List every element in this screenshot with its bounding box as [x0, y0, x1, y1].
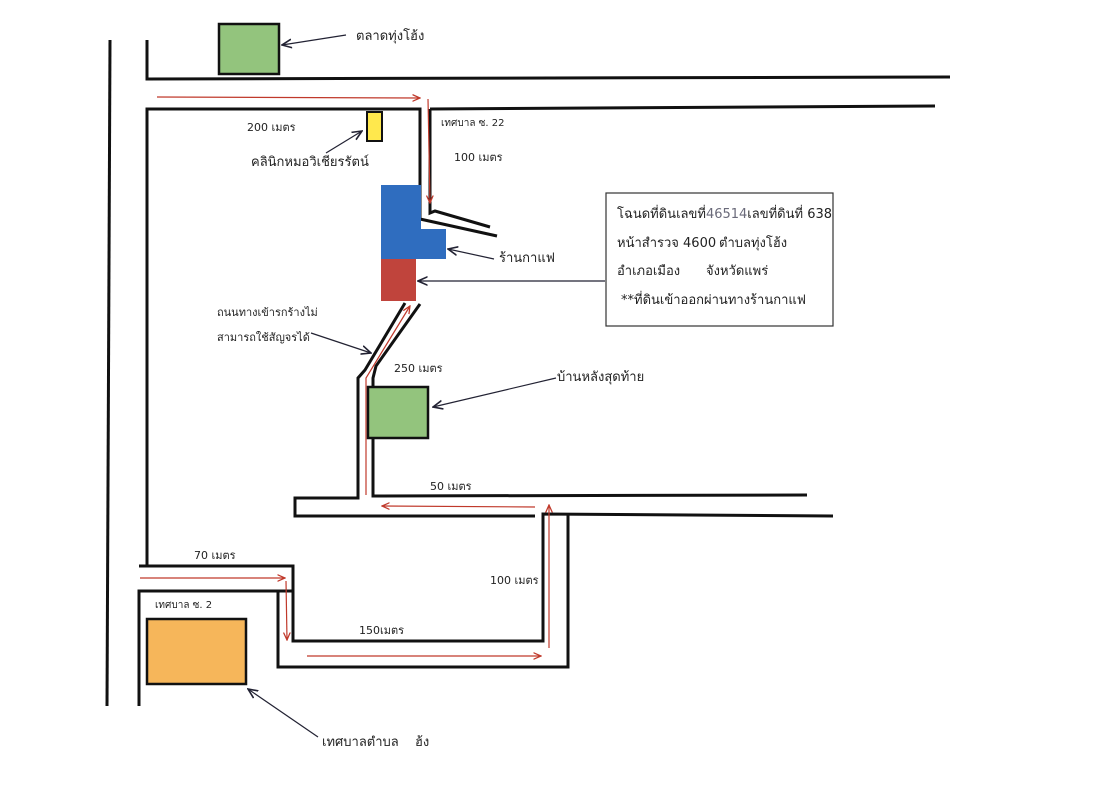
municipality-office-label: เทศบาลตำบล: [322, 735, 399, 750]
top-road-south-edge: [145, 40, 951, 81]
coffee-shop-leader: [448, 249, 495, 260]
distance-50m: 50 เมตร: [430, 480, 472, 493]
last-house-label: บ้านหลังสุดท้าย: [557, 370, 644, 385]
market-label: ตลาดทุ่งโฮ้ง: [356, 28, 424, 44]
access-road-west-edge: [293, 302, 535, 518]
distance-100m-bottom: 100 เมตร: [490, 574, 539, 587]
distance-100m-top: 100 เมตร: [454, 151, 503, 164]
soi22-road-east-edge: [428, 109, 491, 229]
bottom-road-edge: [276, 514, 570, 669]
soi22-label: เทศบาล ซ. 22: [441, 118, 505, 129]
coffee-shop-label: ร้านกาแฟ: [499, 251, 555, 266]
municipality-office-leader: [248, 689, 319, 738]
distance-250m: 250 เมตร: [394, 362, 443, 375]
deed-number: 46514: [706, 207, 747, 222]
soi22-road-north-edge: [429, 104, 936, 111]
leader-lines: [248, 34, 605, 738]
info-line2-a: หน้าสำรวจ 4600: [617, 236, 716, 251]
access-road-east-edge: [371, 303, 808, 498]
info-line2-b: ตำบลทุ่งโฮ้ง: [719, 235, 787, 251]
route-arrows: [140, 97, 549, 656]
route-arrow-200m: [156, 97, 420, 98]
inner-loop-south-edge: [145, 107, 498, 565]
soi2-label: เทศบาล ซ. 2: [155, 600, 212, 611]
land-plot: [381, 259, 416, 301]
distance-200m: 200 เมตร: [247, 121, 296, 134]
info-line3-b: จังหวัดแพร่: [706, 264, 768, 279]
land-deed-info-box: โฉนดที่ดินเลขที่46514เลขที่ดินที่ 638 หน…: [605, 192, 834, 327]
route-arrow-70m-down: [286, 580, 287, 640]
coffee-shop-building: [381, 185, 446, 259]
market-building: [217, 22, 281, 76]
roads: [105, 39, 951, 707]
route-arrow-50m-left: [382, 506, 536, 507]
info-line3-a: อำเภอเมือง: [617, 263, 680, 279]
distance-150m: 150เมตร: [359, 624, 404, 637]
road-note-line1: ถนนทางเข้ารกร้างไม่: [217, 306, 318, 319]
info-line4: **ที่ดินเข้าออกผ่านทางร้านกาแฟ: [621, 291, 806, 308]
last-house-building: [366, 385, 430, 440]
inner-loop-north-edge: [137, 512, 834, 706]
clinic-leader: [325, 131, 362, 154]
market-leader: [282, 34, 347, 45]
info-box-frame: [605, 192, 834, 327]
main-road-left-edge: [105, 39, 112, 707]
municipality-office-label-tail: ฮ้ง: [415, 735, 429, 750]
distance-70m: 70 เมตร: [194, 549, 236, 562]
clinic-label: คลินิกหมอวิเชียรรัตน์: [251, 154, 369, 170]
info-line1: โฉนดที่ดินเลขที่46514เลขที่ดินที่ 638: [617, 205, 832, 222]
route-arrow-250m-up: [365, 306, 410, 495]
clinic-building: [366, 111, 383, 142]
soi2-road-edge: [139, 564, 295, 591]
road-note-leader: [310, 332, 371, 353]
municipality-office-building: [145, 617, 248, 686]
last-house-leader: [433, 377, 557, 407]
road-note-line2: สามารถใช้สัญจรได้: [217, 331, 310, 344]
route-arrow-100m-down: [428, 98, 430, 203]
